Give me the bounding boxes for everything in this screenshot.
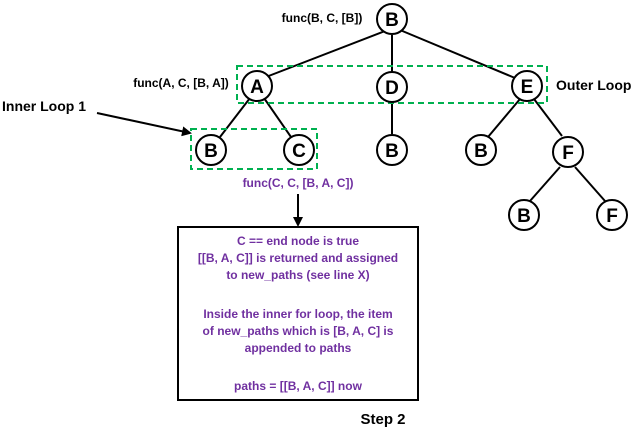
outer-loop-label: Outer Loop: [556, 77, 631, 93]
node-circle: [508, 199, 540, 231]
edge-e-f: [533, 98, 563, 137]
node-circle: [195, 134, 227, 166]
node-circle: [376, 134, 408, 166]
edge-a-c: [263, 97, 292, 138]
node-label: A: [250, 77, 264, 98]
edge-root-e: [399, 29, 516, 79]
node-circle: [376, 71, 408, 103]
edge-root-a: [265, 30, 386, 78]
node-label: F: [606, 206, 618, 227]
explanation-line: C == end node is true: [237, 234, 359, 248]
node-circle: [283, 134, 315, 166]
node-e-f: F: [552, 136, 584, 168]
node-e-b: B: [465, 134, 497, 166]
node-label: B: [204, 141, 218, 162]
node-label: D: [385, 78, 399, 99]
node-label: E: [521, 77, 534, 98]
node-label: B: [517, 206, 531, 227]
inner-loop-highlight: [190, 128, 318, 170]
inner-loop-label: Inner Loop 1: [2, 98, 86, 114]
step-label: Step 2: [360, 411, 405, 428]
explanation-box: C == end node is true [[B, A, C]] is ret…: [177, 226, 419, 401]
explanation-box-frame: [177, 226, 419, 401]
explanation-line: paths = [[B, A, C]] now: [234, 379, 363, 393]
node-e: E: [511, 70, 543, 102]
node-label: B: [385, 141, 399, 162]
explanation-line: [[B, A, C]] is returned and assigned: [198, 251, 398, 265]
node-a-c: C: [283, 134, 315, 166]
tree-edges: [219, 29, 606, 202]
edge-e-b: [487, 98, 521, 138]
node-f-f: F: [596, 199, 628, 231]
node-circle: [376, 3, 408, 35]
explanation-line: Inside the inner for loop, the item: [203, 307, 392, 321]
node-d-b: B: [376, 134, 408, 166]
explanation-line: appended to paths: [245, 341, 352, 355]
func-root-label: func(B, C, [B]): [282, 11, 363, 25]
node-circle: [552, 136, 584, 168]
node-circle: [596, 199, 628, 231]
func-c-label: func(C, C, [B, A, C]): [243, 176, 354, 190]
edge-f-f: [574, 166, 606, 202]
explanation-line: of new_paths which is [B, A, C] is: [203, 324, 394, 338]
edge-a-b: [219, 97, 251, 138]
node-f-b: B: [508, 199, 540, 231]
node-label: F: [562, 143, 574, 164]
node-a-b: B: [195, 134, 227, 166]
node-root: B: [376, 3, 408, 35]
edge-f-b: [529, 166, 561, 202]
node-label: B: [385, 10, 399, 31]
explanation-line: to new_paths (see line X): [226, 268, 369, 282]
node-circle: [241, 70, 273, 102]
node-label: C: [292, 141, 306, 162]
node-circle: [465, 134, 497, 166]
inner-loop-arrow: [96, 112, 192, 137]
node-label: B: [474, 141, 488, 162]
node-a: A: [241, 70, 273, 102]
node-d: D: [376, 71, 408, 103]
node-circle: [511, 70, 543, 102]
func-a-label: func(A, C, [B, A]): [133, 76, 229, 90]
